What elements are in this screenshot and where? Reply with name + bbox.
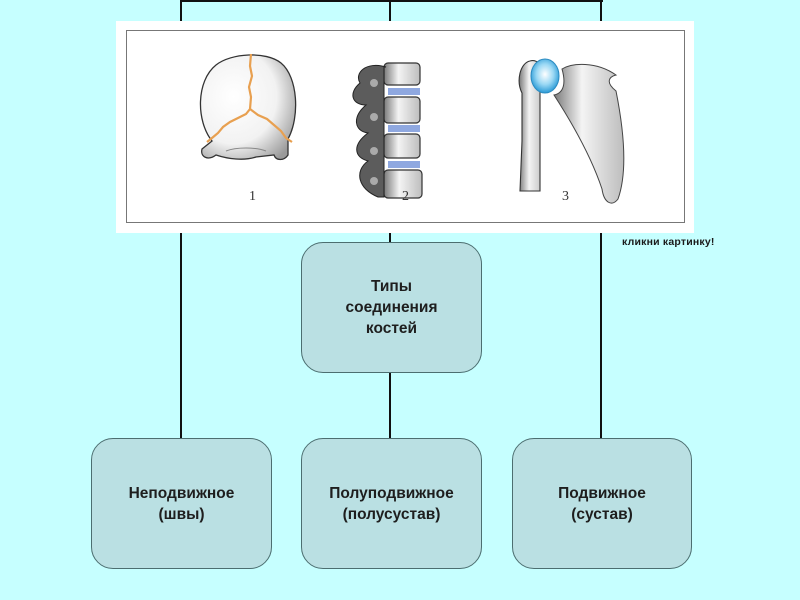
node-movable[interactable]: Подвижное (сустав) <box>512 438 692 569</box>
skull-figure <box>199 53 297 161</box>
node-movable-subtitle: (сустав) <box>571 505 633 523</box>
node-immovable-title: Неподвижное <box>128 484 235 502</box>
click-picture-hint[interactable]: кликни картинку! <box>622 236 715 248</box>
shoulder-figure <box>518 58 625 204</box>
sagittal-suture <box>206 53 254 143</box>
top-connector-line <box>180 0 603 2</box>
node-semimovable[interactable]: Полуподвижное (полусустав) <box>301 438 482 569</box>
node-immovable-subtitle: (швы) <box>158 505 205 523</box>
spine-figure <box>352 62 423 199</box>
root-node-joint-types[interactable]: Типы соединения костей <box>301 242 482 373</box>
node-immovable[interactable]: Неподвижное (швы) <box>91 438 272 569</box>
root-line-3: костей <box>365 320 418 337</box>
node-semimovable-title: Полуподвижное <box>329 484 454 502</box>
node-movable-title: Подвижное <box>558 484 646 502</box>
figure-number-3: 3 <box>562 189 569 204</box>
picture-illustration <box>199 53 625 204</box>
node-semimovable-subtitle: (полусустав) <box>342 505 441 523</box>
figure-number-1: 1 <box>249 189 256 204</box>
picture-frame <box>126 30 685 223</box>
root-line-1: Типы <box>370 278 412 295</box>
bone-joints-picture[interactable]: 1 2 3 <box>116 21 694 233</box>
figure-number-2: 2 <box>402 189 409 204</box>
lambdoid-suture <box>249 108 293 143</box>
root-line-2: соединения <box>345 299 438 316</box>
